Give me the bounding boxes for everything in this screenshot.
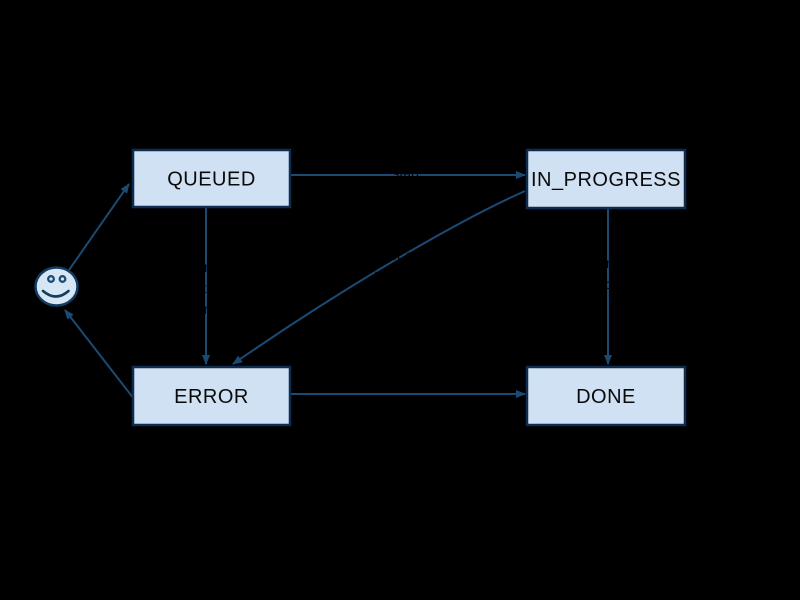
state-node-in-progress: IN_PROGRESS xyxy=(525,148,687,210)
state-node-error: ERROR xyxy=(131,365,292,427)
edge-error-to-start xyxy=(64,309,135,400)
state-node-done-box xyxy=(525,365,687,427)
state-node-done-label: DONE xyxy=(576,386,636,408)
edges-layer xyxy=(64,171,612,400)
smiley-left-eye xyxy=(47,275,55,283)
smiley-face-icon xyxy=(34,266,79,307)
smiley-mouth xyxy=(41,289,70,298)
state-node-queued-label: QUEUED xyxy=(167,169,256,191)
edge-label-queued-to-error: on fatal error xyxy=(191,259,221,317)
edge-label-in-progress-to-done: on success xyxy=(583,255,634,292)
edge-label-queued-to-in-progress: start xyxy=(392,165,419,181)
state-node-error-label: ERROR xyxy=(174,386,249,408)
state-node-in-progress-label: IN_PROGRESS xyxy=(531,169,681,191)
edge-in-progress-to-error xyxy=(232,190,526,365)
state-node-done: DONE xyxy=(525,365,687,427)
state-node-queued: QUEUED xyxy=(131,148,292,209)
smiley-right-eye xyxy=(58,275,67,283)
edge-labels-layer: start on fatal error error or timeout on… xyxy=(191,165,633,317)
state-node-queued-box xyxy=(131,148,292,209)
smiley-head xyxy=(34,266,79,307)
state-node-in-progress-box xyxy=(525,148,687,210)
edge-label-in-progress-to-error: error or timeout xyxy=(372,247,422,284)
edge-start-to-queued xyxy=(68,183,130,271)
state-node-error-box xyxy=(131,365,292,427)
